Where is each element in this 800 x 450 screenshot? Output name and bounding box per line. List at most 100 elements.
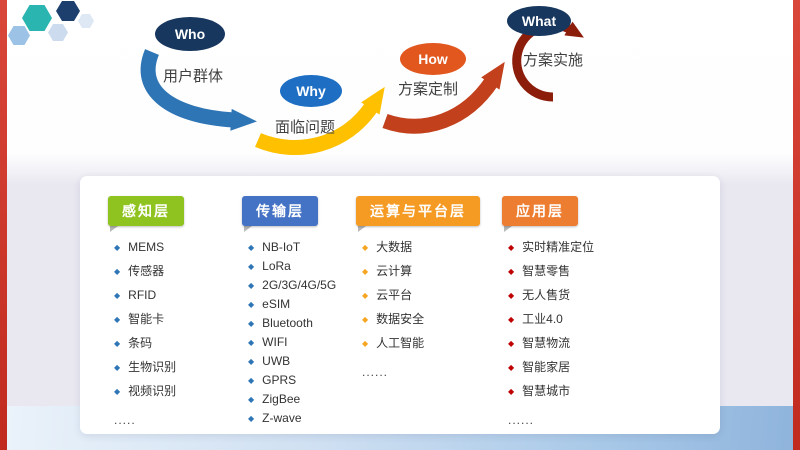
diamond-bullet-icon: ◆ xyxy=(114,243,121,252)
layer-item: ◆ 传感器 xyxy=(114,264,233,279)
hexagon-icon xyxy=(56,1,80,21)
stage-why-ellipse xyxy=(280,75,342,107)
arrow-how-to-what xyxy=(382,61,505,134)
layer-item: ◆ NB-IoT xyxy=(248,240,352,255)
diamond-bullet-icon: ◆ xyxy=(248,376,255,385)
layer-item: ◆ 大数据 xyxy=(362,240,496,255)
diamond-bullet-icon: ◆ xyxy=(248,357,255,366)
right-red-border xyxy=(793,0,800,450)
diamond-bullet-icon: ◆ xyxy=(508,363,515,372)
diamond-bullet-icon: ◆ xyxy=(362,291,369,300)
diamond-bullet-icon: ◆ xyxy=(248,414,255,423)
layer-item: ◆ MEMS xyxy=(114,240,233,255)
layer-item: ◆RFID xyxy=(114,288,233,303)
layer-item: ◆工业4.0 xyxy=(508,312,672,327)
layer-item-label: 智慧物流 xyxy=(522,336,571,350)
layer-item-label: 视频识别 xyxy=(128,384,177,398)
layer-item: ◆LoRa xyxy=(248,259,352,274)
layer-item-label: 实时精准定位 xyxy=(522,240,595,254)
layer-item: ...... xyxy=(508,413,672,428)
layer-column-computing-platform: 运算与平台层 ◆大数据◆云计算◆云平台◆数据安全◆人工智能...... xyxy=(356,196,496,380)
diamond-bullet-icon: ◆ xyxy=(508,267,515,276)
diamond-bullet-icon: ◆ xyxy=(114,267,121,276)
arrow-who-to-why xyxy=(140,49,257,131)
flow-diagram: Who Why How What 用户群体 面临问题 方案定制 方案实施 xyxy=(140,6,584,155)
diamond-bullet-icon: ◆ xyxy=(362,315,369,324)
layer-item: ◆智慧城市 xyxy=(508,384,672,399)
layer-item-label: 大数据 xyxy=(376,240,413,254)
left-red-border xyxy=(0,0,7,450)
layer-item: ◆ 视频识别 xyxy=(114,384,233,399)
layer-item-list: ◆实时精准定位◆智慧零售◆无人售货◆工业4.0◆智慧物流◆智能家居◆智慧城市..… xyxy=(502,240,672,428)
diamond-bullet-icon: ◆ xyxy=(114,291,121,300)
diamond-bullet-icon: ◆ xyxy=(508,339,515,348)
layer-item: ◆无人售货 xyxy=(508,288,672,303)
layer-item-label: 生物识别 xyxy=(128,360,177,374)
layer-item: ◆ 云平台 xyxy=(362,288,496,303)
layer-item: ◆ 智能家居 xyxy=(508,360,672,375)
layer-item-label: 2G/3G/4G/5G xyxy=(262,278,337,292)
layer-item-list: ◆ 大数据 ◆ 云计算 ◆ 云平台 ◆ 数据安全 ◆ 人工智能...... xyxy=(356,240,496,380)
layer-item-label: Z-wave xyxy=(262,411,302,425)
layer-item-label: 人工智能 xyxy=(376,336,425,350)
stage-who-ellipse xyxy=(155,17,225,51)
layer-item: ◆智能卡 xyxy=(114,312,233,327)
layer-item-label: WIFI xyxy=(262,335,288,349)
layer-item-label: 云计算 xyxy=(376,264,413,278)
diamond-bullet-icon: ◆ xyxy=(362,339,369,348)
layers-panel: 感知层 ◆MEMS◆传感器◆RFID◆智能卡◆条码◆生物识别◆视频识别.....… xyxy=(80,176,720,434)
layer-item-label: NB-IoT xyxy=(262,240,301,254)
layer-item-list: ◆MEMS◆传感器◆RFID◆智能卡◆条码◆生物识别◆视频识别..... xyxy=(108,240,233,428)
arrow-why-to-how xyxy=(255,86,385,155)
layer-item-label: Bluetooth xyxy=(262,316,313,330)
diamond-bullet-icon: ◆ xyxy=(362,243,369,252)
hexagon-icon xyxy=(48,24,68,41)
layer-item: ◆WIFI xyxy=(248,335,352,350)
layer-item-label: LoRa xyxy=(262,259,291,273)
stage-who-tag: Who xyxy=(175,26,205,42)
layer-item-label: MEMS xyxy=(128,240,165,254)
layer-ribbon: 应用层 xyxy=(502,196,578,232)
layer-item: ◆ 智慧物流 xyxy=(508,336,672,351)
hexagon-icon xyxy=(8,26,30,45)
layer-item: ..... xyxy=(114,413,233,428)
diamond-bullet-icon: ◆ xyxy=(114,363,121,372)
diamond-bullet-icon: ◆ xyxy=(508,315,515,324)
stage-what-label: 方案实施 xyxy=(523,51,583,69)
stage-what-ellipse xyxy=(507,6,571,36)
layer-item: ...... xyxy=(362,365,496,380)
layer-ribbon: 传输层 xyxy=(242,196,318,232)
diamond-bullet-icon: ◆ xyxy=(362,267,369,276)
diamond-bullet-icon: ◆ xyxy=(248,300,255,309)
diamond-bullet-icon: ◆ xyxy=(508,243,515,252)
layer-column-perception: 感知层 ◆MEMS◆传感器◆RFID◆智能卡◆条码◆生物识别◆视频识别..... xyxy=(108,196,233,428)
layer-item-label: 云平台 xyxy=(376,288,413,302)
stage-how-label: 方案定制 xyxy=(398,80,458,98)
layer-item: ◆条码 xyxy=(114,336,233,351)
layer-item-label: 智能家居 xyxy=(522,360,571,374)
stage-what-tag: What xyxy=(522,13,557,29)
layer-item-label: 智慧城市 xyxy=(522,384,571,398)
layer-item-label: 智慧零售 xyxy=(522,264,571,278)
layer-item: ◆ GPRS xyxy=(248,373,352,388)
layer-item: ◆ 数据安全 xyxy=(362,312,496,327)
stage-how-tag: How xyxy=(418,51,448,67)
layer-item-label: ..... xyxy=(114,413,136,427)
layer-item-label: 条码 xyxy=(128,336,153,350)
layer-item: ◆ 人工智能 xyxy=(362,336,496,351)
layer-column-transmission: 传输层 ◆NB-IoT◆LoRa◆2G/3G/4G/5G◆eSIM◆Blueto… xyxy=(242,196,352,426)
layer-item: ◆ZigBee xyxy=(248,392,352,407)
layer-item: ◆2G/3G/4G/5G xyxy=(248,278,352,293)
diamond-bullet-icon: ◆ xyxy=(248,243,255,252)
layer-item-label: ...... xyxy=(508,413,535,427)
layer-ribbon: 感知层 xyxy=(108,196,184,232)
layer-item-list: ◆NB-IoT◆LoRa◆2G/3G/4G/5G◆eSIM◆Bluetooth◆… xyxy=(242,240,352,426)
layer-item: ◆eSIM xyxy=(248,297,352,312)
layer-item-label: GPRS xyxy=(262,373,297,387)
layer-item-label: ZigBee xyxy=(262,392,301,406)
layer-item-label: 传感器 xyxy=(128,264,165,278)
diamond-bullet-icon: ◆ xyxy=(114,387,121,396)
layer-item: ◆ 智慧零售 xyxy=(508,264,672,279)
layer-item: ◆ 实时精准定位 xyxy=(508,240,672,255)
layer-item-label: 数据安全 xyxy=(376,312,425,326)
